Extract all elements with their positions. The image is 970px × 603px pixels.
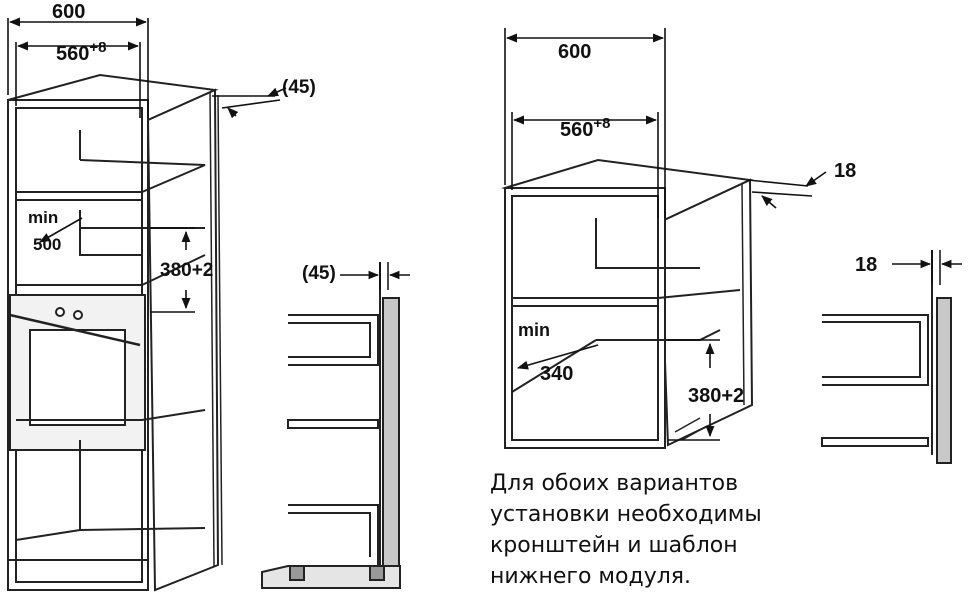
wall-cabinet-niche-depth-label: min: [518, 320, 550, 340]
tall-cabinet-niche-height: 380+2: [160, 260, 213, 281]
tall-cabinet-width-inner: 560+8: [56, 39, 106, 65]
wall-cabinet-width-outer: 600: [558, 41, 591, 63]
wall-cabinet-niche-depth-value: 340: [540, 363, 573, 385]
tall-cabinet-dimensions: [7, 17, 287, 313]
note-line: установки необходимы: [490, 502, 762, 527]
wall-cabinet-side-section: [821, 250, 962, 464]
note-line: нижнего модуля.: [490, 564, 692, 589]
tall-cabinet-drawing: [7, 73, 223, 592]
wall-cabinet-niche-height: 380+2: [688, 385, 744, 407]
side-section-right-rear-gap: 18: [855, 254, 877, 276]
tall-cabinet-side-section: [261, 262, 410, 589]
installation-note: Для обоих вариантов установки необходимы…: [490, 468, 950, 592]
wall-cabinet-width-inner: 560+8: [560, 115, 610, 141]
tall-cabinet-niche-depth-label: min: [28, 208, 58, 227]
note-line: Для обоих вариантов: [490, 471, 739, 496]
wall-cabinet-drawing: [501, 158, 754, 449]
note-line: кронштейн и шаблон: [490, 533, 738, 558]
wall-cabinet-dimensions: [504, 28, 827, 441]
wall-cabinet-rear-gap: 18: [834, 160, 856, 182]
side-section-left-rear-gap: (45): [302, 263, 336, 284]
tall-cabinet-rear-gap: (45): [282, 77, 316, 98]
tall-cabinet-width-outer: 600: [52, 1, 85, 23]
tall-cabinet-niche-depth-value: 500: [33, 235, 61, 254]
